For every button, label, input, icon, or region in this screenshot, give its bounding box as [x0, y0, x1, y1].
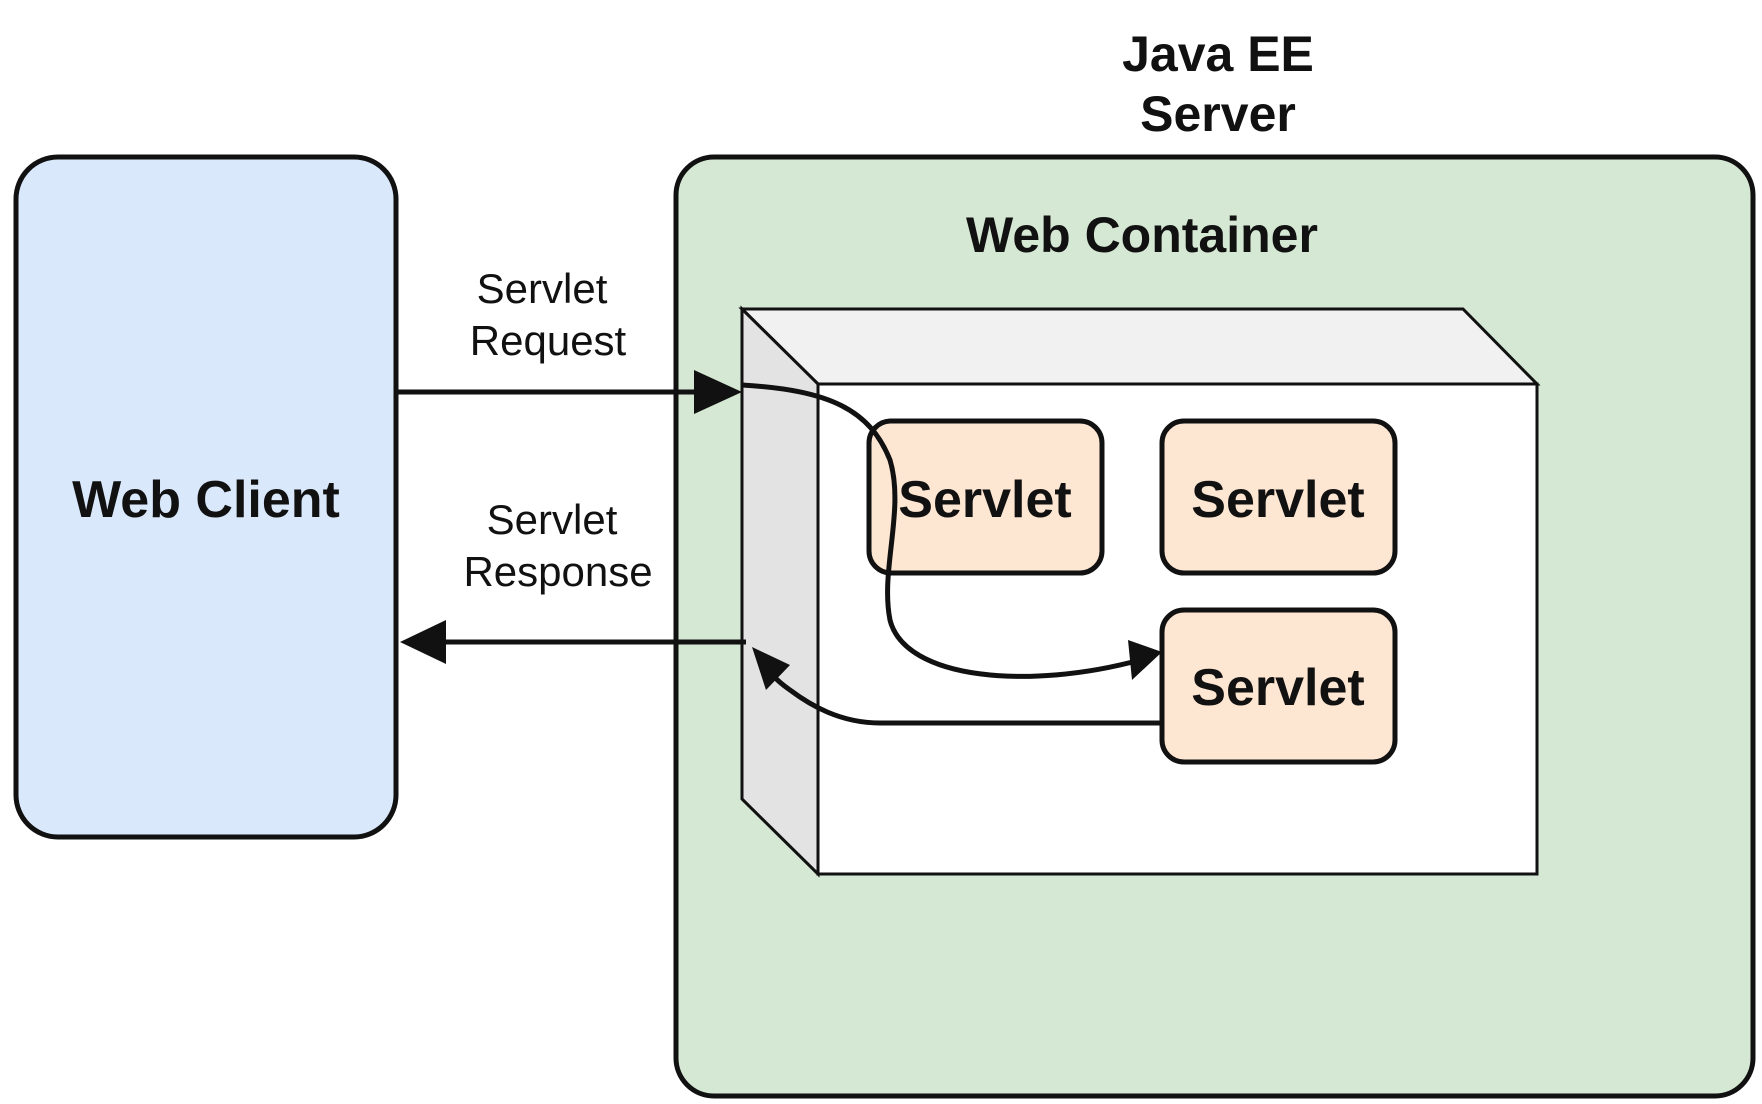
servlet-response-arrow — [400, 620, 746, 664]
servlet-request-arrow — [398, 370, 742, 414]
cube-top-face — [738, 307, 1541, 386]
server-title-line1: Java EE — [1122, 26, 1314, 82]
servlet-box-3[interactable]: Servlet — [1159, 607, 1398, 765]
servlet-label-1: Servlet — [898, 471, 1071, 529]
servlet-box-1[interactable]: Servlet — [866, 418, 1105, 576]
routing-curve-to-servlet — [741, 382, 1162, 680]
request-label-line2: Request — [470, 317, 627, 364]
return-curve-from-servlet — [752, 647, 1162, 726]
web-client-box[interactable] — [13, 154, 399, 840]
web-client-label: Web Client — [72, 471, 340, 529]
servlet-label-3: Servlet — [1191, 659, 1364, 717]
web-container-cube — [738, 305, 1541, 878]
web-container-title: Web Container — [966, 207, 1318, 263]
servlet-box-2[interactable]: Servlet — [1159, 418, 1398, 576]
servlet-label-2: Servlet — [1191, 471, 1364, 529]
response-label-line1: Servlet — [487, 496, 618, 543]
server-title-line2: Server — [1140, 86, 1296, 142]
response-label-line2: Response — [463, 548, 652, 595]
request-label-line1: Servlet — [477, 265, 608, 312]
